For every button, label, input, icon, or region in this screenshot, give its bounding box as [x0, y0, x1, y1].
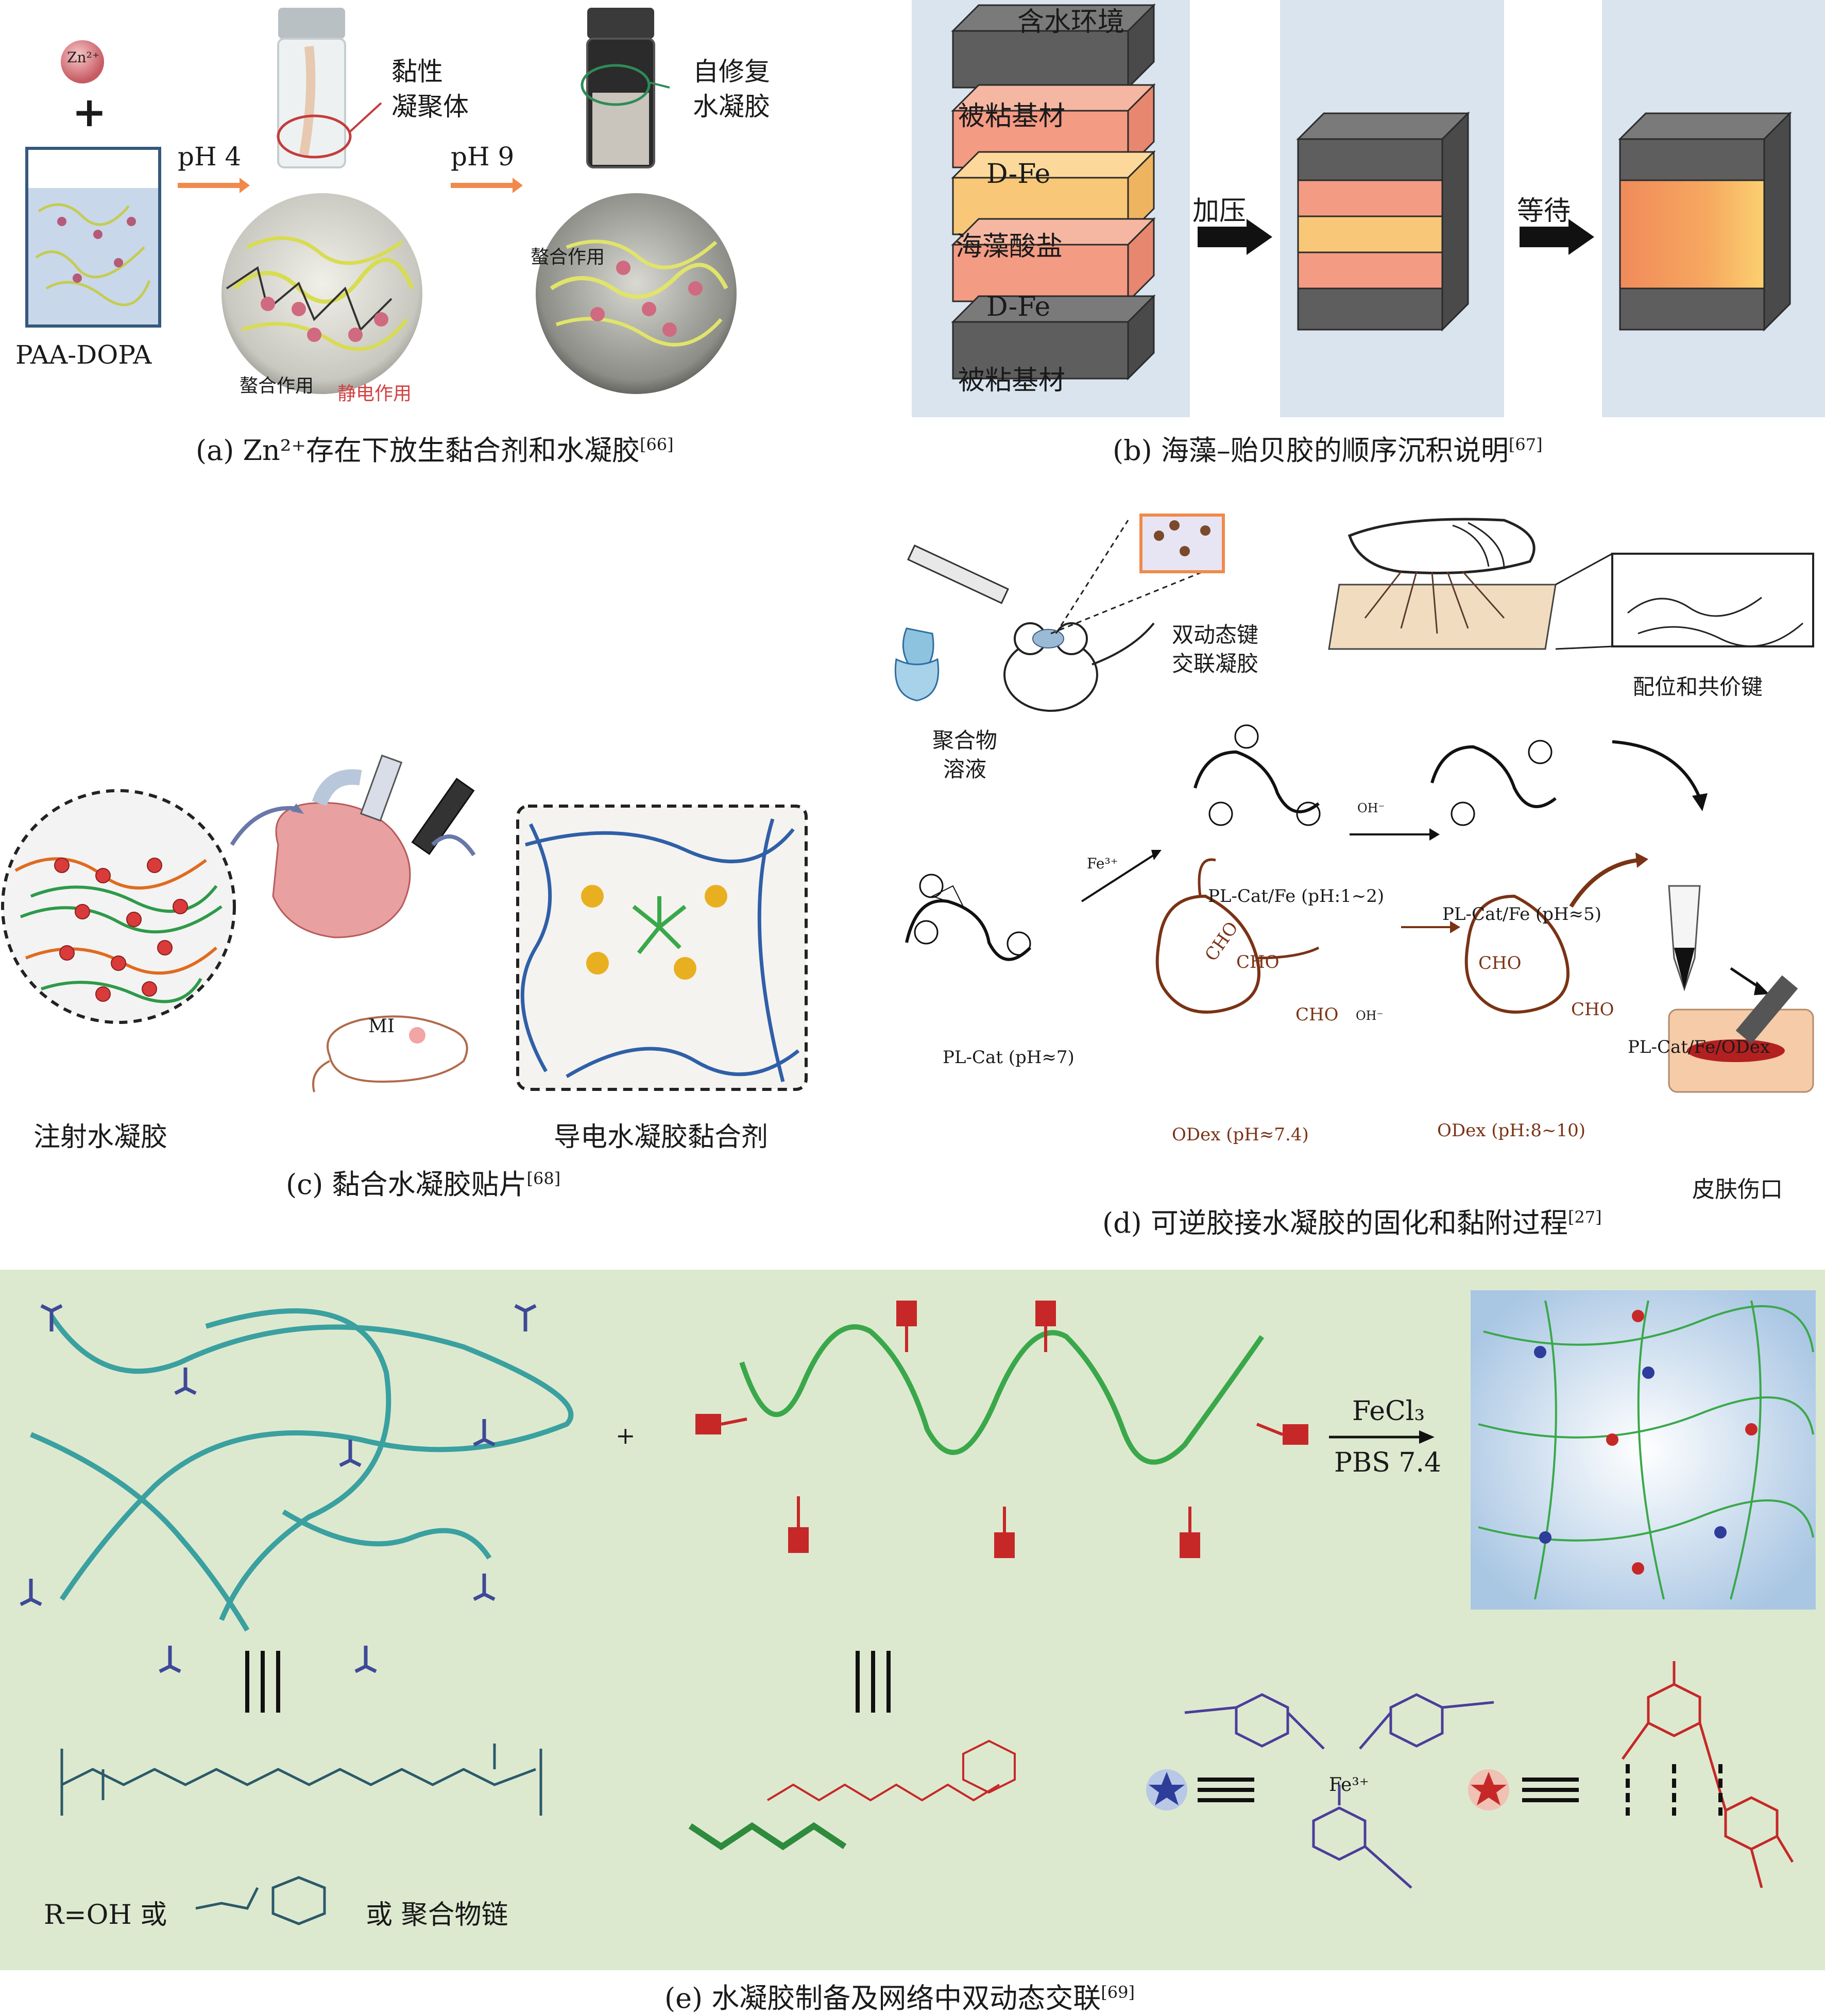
final-gel-label: PL-Cat/Fe/ODex: [1628, 1037, 1770, 1057]
coacervate-label: 黏性凝聚体: [391, 54, 469, 124]
ph4-label: pH 4: [178, 142, 241, 172]
cho-label-2: CHO: [1236, 952, 1280, 972]
odex-a-label: ODex (pH≈7.4): [1172, 1124, 1309, 1145]
chelation-label-1: 螯合作用: [240, 371, 314, 398]
oh-label-2: OH⁻: [1356, 1009, 1383, 1023]
caption-a: (a) Zn²⁺存在下放生黏合剂和水凝胶[66]: [196, 428, 674, 468]
catechol-fe-star-icon: [1146, 1769, 1187, 1810]
cho-label-5: CHO: [1571, 999, 1614, 1020]
fecl3-label: FeCl₃: [1352, 1396, 1425, 1427]
electrostatic-label: 静电作用: [337, 379, 412, 405]
plus-sign: +: [72, 88, 107, 136]
chelation-label-2: 螯合作用: [531, 242, 605, 269]
cho-label-4: CHO: [1478, 953, 1522, 973]
caption-c: (c) 黏合水凝胶贴片[68]: [286, 1161, 560, 1202]
layer-3-label: 海藻酸盐: [956, 225, 1063, 263]
double-dynamic-label: 双动态键交联凝胶: [1172, 621, 1258, 678]
panel-e-plus: +: [616, 1422, 636, 1449]
wound-label: 皮肤伤口: [1692, 1171, 1783, 1204]
plcatfe-a-label: PL-Cat/Fe (pH:1~2): [1208, 886, 1384, 907]
r-definition-label: R=OH 或: [44, 1893, 167, 1932]
panel-c-illustration: [0, 742, 876, 1143]
polymer-solution-label: 聚合物溶液: [932, 726, 997, 784]
panel-d-illustration: [886, 494, 1825, 1216]
panel-e-illustration: [0, 1270, 1825, 1970]
fe3-label: Fe³⁺: [1087, 855, 1118, 872]
aqueous-env-label: 含水环境: [1017, 0, 1124, 39]
pressure-label: 加压: [1192, 189, 1246, 228]
conductive-adhesive-label: 导电水凝胶黏合剂: [554, 1115, 768, 1154]
caption-b: (b) 海藻–贻贝胶的顺序沉积说明[67]: [1113, 428, 1543, 468]
caption-d: (d) 可逆胶接水凝胶的固化和黏附过程[27]: [1102, 1200, 1602, 1241]
cho-label-3: CHO: [1295, 1004, 1339, 1025]
fe3-center-label: Fe³⁺: [1329, 1774, 1369, 1796]
r-alternative-label: 或 聚合物链: [366, 1893, 508, 1932]
wait-label: 等待: [1517, 189, 1571, 228]
coord-label: 配位和共价键: [1633, 670, 1763, 701]
selfheal-label: 自修复水凝胶: [693, 54, 770, 124]
mi-label: MI: [368, 1016, 395, 1037]
upy-star-icon: [1468, 1769, 1509, 1810]
odex-b-label: ODex (pH:8~10): [1437, 1120, 1585, 1141]
layer-5-label: 被粘基材: [958, 358, 1065, 397]
layer-1-label: 被粘基材: [958, 94, 1065, 133]
paa-dopa-label: PAA-DOPA: [15, 340, 151, 370]
pbs-label: PBS 7.4: [1334, 1447, 1441, 1478]
layer-4-label: D-Fe: [986, 292, 1050, 322]
zn-ion-label: Zn²⁺: [67, 49, 100, 66]
plcat-label: PL-Cat (pH≈7): [943, 1047, 1074, 1068]
plcatfe-b-label: PL-Cat/Fe (pH≈5): [1442, 904, 1601, 925]
caption-e: (e) 水凝胶制备及网络中双动态交联[69]: [664, 1975, 1135, 2016]
layer-2-label: D-Fe: [986, 159, 1050, 190]
injectable-hydrogel-label: 注射水凝胶: [33, 1115, 167, 1154]
ph9-label: pH 9: [451, 142, 514, 172]
oh-label-1: OH⁻: [1357, 801, 1385, 815]
